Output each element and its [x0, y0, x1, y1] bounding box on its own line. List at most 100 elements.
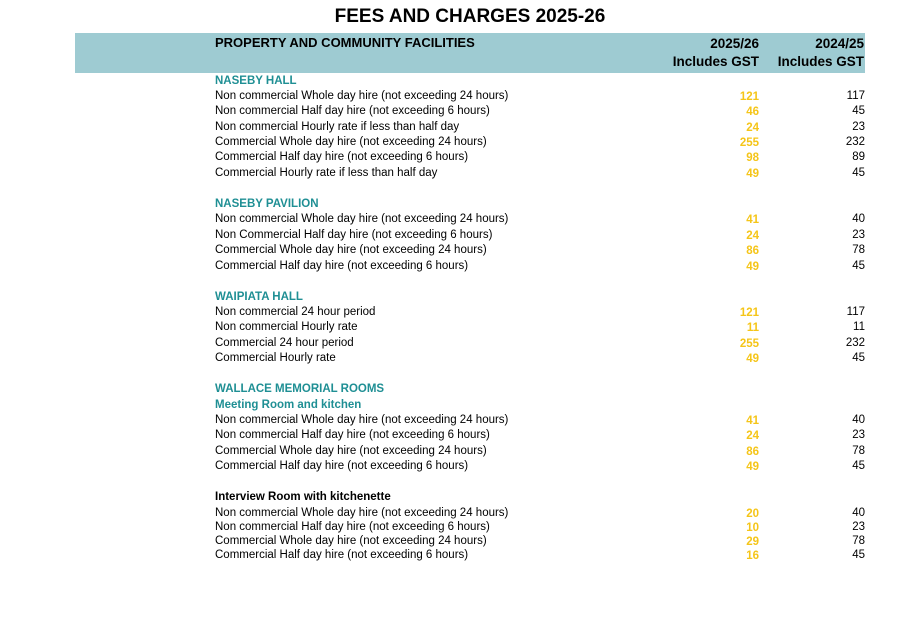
row-fee-2024-25: 45	[852, 260, 865, 272]
table-row: Non commercial Half day hire (not exceed…	[215, 104, 865, 119]
row-fee-2025-26: 10	[746, 522, 759, 534]
row-fee-2024-25: 117	[846, 90, 865, 102]
row-fee-2025-26: 49	[746, 353, 759, 365]
column-header-2025-26-year: 2025/26	[710, 36, 759, 51]
row-fee-2025-26: 24	[746, 430, 759, 442]
row-label: Commercial Whole day hire (not exceeding…	[215, 244, 487, 256]
table-row: Commercial Whole day hire (not exceeding…	[215, 243, 865, 258]
row-fee-2024-25: 40	[852, 213, 865, 225]
row-label: Non commercial Half day hire (not exceed…	[215, 521, 490, 533]
row-fee-2025-26: 98	[746, 152, 759, 164]
column-header-2025-26: 2025/26 Includes GST	[673, 35, 759, 71]
row-label: Non Commercial Half day hire (not exceed…	[215, 229, 493, 241]
row-fee-2024-25: 232	[845, 337, 865, 349]
table-row: Commercial 24 hour period 255 232	[215, 336, 865, 351]
section-heading-wallace-memorial-rooms: WALLACE MEMORIAL ROOMS	[215, 383, 385, 395]
section-heading-naseby-hall: NASEBY HALL	[215, 75, 297, 87]
row-fee-2025-26: 29	[746, 536, 759, 548]
row-fee-2025-26: 255	[739, 137, 759, 149]
row-label: Commercial Whole day hire (not exceeding…	[215, 535, 487, 547]
row-fee-2025-26: 24	[746, 230, 759, 242]
table-row: Commercial Hourly rate if less than half…	[215, 166, 865, 181]
row-fee-2025-26: 41	[746, 415, 759, 427]
subsection-heading-interview-room: Interview Room with kitchenette	[215, 491, 391, 503]
row-fee-2024-25: 117	[846, 306, 865, 318]
page-title: FEES AND CHARGES 2025-26	[334, 6, 606, 27]
row-fee-2025-26: 255	[739, 338, 759, 350]
table-row: Non commercial Half day hire (not exceed…	[215, 520, 865, 535]
table-row: Non commercial Whole day hire (not excee…	[215, 413, 865, 428]
column-header-2024-25: 2024/25 Includes GST	[778, 35, 864, 71]
table-row: Commercial Whole day hire (not exceeding…	[215, 534, 865, 549]
row-fee-2025-26: 46	[746, 106, 759, 118]
row-fee-2024-25: 45	[852, 105, 865, 117]
row-label: Non commercial Whole day hire (not excee…	[215, 90, 509, 102]
row-fee-2025-26: 16	[746, 550, 759, 562]
header-section-label: PROPERTY AND COMMUNITY FACILITIES	[215, 35, 475, 50]
row-label: Commercial Half day hire (not exceeding …	[215, 460, 469, 472]
row-label: Non commercial 24 hour period	[215, 306, 376, 318]
table-row: Commercial Half day hire (not exceeding …	[215, 548, 865, 563]
table-row: Non commercial Hourly rate 11 11	[215, 320, 865, 335]
column-header-2024-25-year: 2024/25	[815, 36, 864, 51]
row-fee-2025-26: 49	[746, 261, 759, 273]
row-fee-2024-25: 45	[852, 460, 865, 472]
row-fee-2025-26: 86	[746, 446, 759, 458]
row-fee-2025-26: 49	[746, 461, 759, 473]
row-fee-2024-25: 40	[852, 414, 865, 426]
row-label: Commercial 24 hour period	[215, 337, 354, 349]
header-band	[75, 33, 865, 73]
row-label: Commercial Half day hire (not exceeding …	[215, 151, 469, 163]
row-fee-2025-26: 11	[746, 322, 759, 334]
table-row: Non commercial 24 hour period 121 117	[215, 305, 865, 320]
row-label: Commercial Hourly rate	[215, 352, 336, 364]
table-row: Non commercial Whole day hire (not excee…	[215, 506, 865, 521]
row-fee-2025-26: 20	[746, 508, 759, 520]
table-row: Commercial Half day hire (not exceeding …	[215, 150, 865, 165]
row-fee-2025-26: 41	[746, 214, 759, 226]
section-heading-naseby-pavilion: NASEBY PAVILION	[215, 198, 319, 210]
row-fee-2024-25: 45	[852, 167, 865, 179]
row-fee-2024-25: 23	[852, 521, 865, 533]
table-row: Commercial Hourly rate 49 45	[215, 351, 865, 366]
row-label: Non commercial Whole day hire (not excee…	[215, 507, 509, 519]
table-row: Non commercial Half day hire (not exceed…	[215, 428, 865, 443]
section-heading-waipiata-hall: WAIPIATA HALL	[215, 291, 303, 303]
row-label: Non commercial Hourly rate	[215, 321, 358, 333]
row-label: Non commercial Whole day hire (not excee…	[215, 213, 509, 225]
row-fee-2024-25: 40	[852, 507, 865, 519]
table-row: Commercial Half day hire (not exceeding …	[215, 459, 865, 474]
row-fee-2024-25: 23	[852, 229, 865, 241]
row-fee-2024-25: 78	[852, 244, 865, 256]
row-label: Commercial Hourly rate if less than half…	[215, 167, 438, 179]
row-label: Commercial Whole day hire (not exceeding…	[215, 136, 487, 148]
row-fee-2024-25: 78	[852, 445, 865, 457]
table-row: Commercial Whole day hire (not exceeding…	[215, 135, 865, 150]
table-row: Non commercial Whole day hire (not excee…	[215, 89, 865, 104]
row-fee-2024-25: 89	[852, 151, 865, 163]
row-fee-2025-26: 121	[739, 91, 759, 103]
row-fee-2025-26: 121	[739, 307, 759, 319]
row-fee-2024-25: 78	[852, 535, 865, 547]
row-fee-2024-25: 23	[852, 429, 865, 441]
row-fee-2024-25: 11	[853, 321, 865, 333]
table-row: Commercial Half day hire (not exceeding …	[215, 259, 865, 274]
subsection-heading-meeting-room: Meeting Room and kitchen	[215, 399, 362, 411]
column-header-2025-26-gst: Includes GST	[672, 54, 759, 69]
row-fee-2024-25: 45	[852, 549, 865, 561]
row-fee-2025-26: 86	[746, 245, 759, 257]
row-label: Non commercial Hourly rate if less than …	[215, 121, 460, 133]
row-fee-2024-25: 232	[845, 136, 865, 148]
column-header-2024-25-gst: Includes GST	[777, 54, 864, 69]
table-row: Non Commercial Half day hire (not exceed…	[215, 228, 865, 243]
row-fee-2024-25: 23	[852, 121, 865, 133]
row-label: Non commercial Half day hire (not exceed…	[215, 105, 490, 117]
row-fee-2025-26: 49	[746, 168, 759, 180]
row-fee-2024-25: 45	[852, 352, 865, 364]
table-row: Commercial Whole day hire (not exceeding…	[215, 444, 865, 459]
table-row: Non commercial Whole day hire (not excee…	[215, 212, 865, 227]
row-label: Non commercial Whole day hire (not excee…	[215, 414, 509, 426]
row-label: Commercial Whole day hire (not exceeding…	[215, 445, 487, 457]
row-label: Non commercial Half day hire (not exceed…	[215, 429, 490, 441]
row-label: Commercial Half day hire (not exceeding …	[215, 260, 469, 272]
